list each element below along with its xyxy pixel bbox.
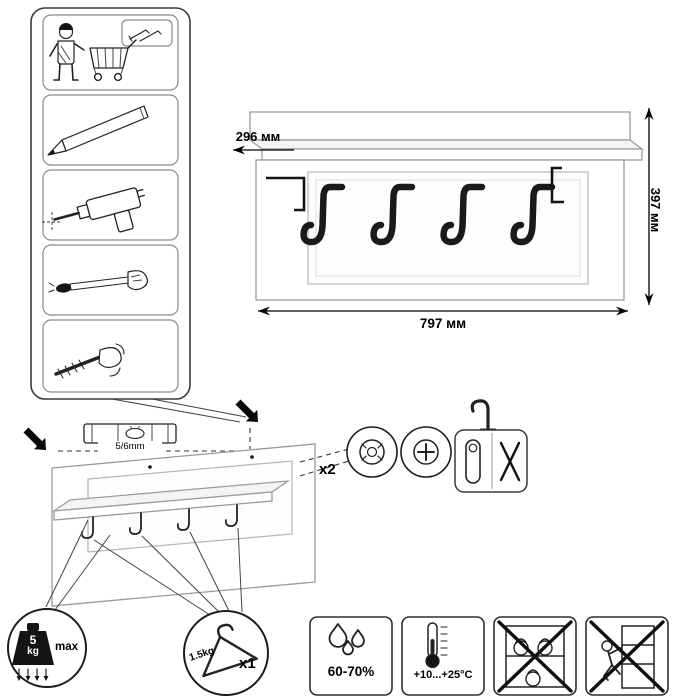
- shopping-cart-icon: [89, 39, 137, 82]
- position-arrow-icon: [235, 399, 258, 422]
- max-weight-value: 5: [29, 633, 37, 647]
- purchase-step-icon: [49, 19, 173, 82]
- mount-bracket-left-icon: [266, 176, 306, 212]
- screw-mount-icon: [54, 343, 125, 379]
- weight-icon: [12, 623, 54, 665]
- coat-hook-icon: [510, 183, 556, 246]
- per-hook-count-label: x1: [239, 655, 256, 672]
- humidity-label: 60-70%: [327, 664, 375, 679]
- max-weight-unit: kg: [27, 645, 39, 657]
- screw-head-detail-icon: [400, 426, 452, 478]
- max-load-badge: [7, 608, 87, 688]
- max-weight-label: 5 kg: [13, 634, 53, 657]
- drill-size-label: 5/6mm: [98, 441, 162, 452]
- max-label: max: [55, 641, 79, 653]
- fastener-count-label: x2: [319, 461, 336, 478]
- no-climbing-icon: [589, 620, 665, 693]
- width-dimension-label: 797 мм: [419, 316, 467, 331]
- no-heavy-load-icon: [497, 620, 573, 693]
- humidity-icon: [328, 623, 365, 656]
- pencil-icon: [47, 105, 149, 156]
- keyhole-mount-icon: [454, 399, 528, 493]
- conditions: [309, 616, 669, 696]
- dowel-insert-icon: [48, 270, 148, 293]
- wall-hook-icon: [470, 399, 490, 432]
- per-hook-load-badge: [183, 610, 269, 696]
- height-dimension-label: 397 мм: [648, 187, 663, 233]
- coat-hook-icon: [300, 183, 346, 246]
- rack-perspective: [51, 443, 316, 607]
- position-arrow-icon: [23, 427, 46, 450]
- installation-diagram: [23, 398, 528, 616]
- wall-plug-detail-icon: [346, 426, 398, 478]
- drill-icon: [42, 187, 145, 233]
- coat-hook-icon: [440, 183, 486, 246]
- temperature-label: +10...+25°C: [413, 669, 473, 681]
- depth-dimension-label: 296 мм: [235, 129, 281, 144]
- keyhole-slot-icon: [465, 439, 481, 484]
- product-view: [233, 108, 654, 316]
- hanger-icon: [202, 623, 258, 678]
- tools-panel: [30, 7, 191, 400]
- thermometer-icon: [425, 622, 448, 669]
- coat-hook-icon: [370, 183, 416, 246]
- down-arrows-icon: [18, 668, 47, 677]
